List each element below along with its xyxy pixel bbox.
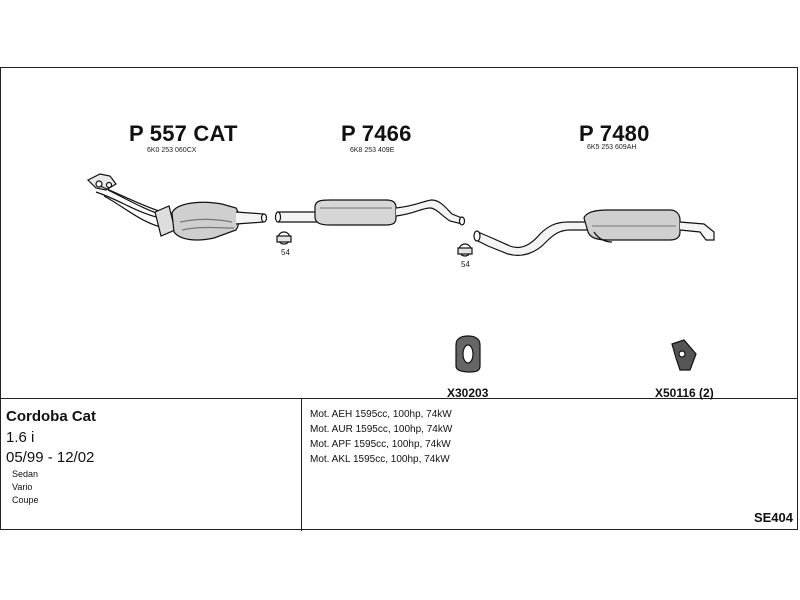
oem-number-catalyst: 6K0 253 060CX — [147, 147, 197, 154]
rear-silencer-drawing — [473, 209, 715, 256]
body-type-3: Coupe — [12, 495, 39, 505]
vehicle-years: 05/99 - 12/02 — [6, 449, 95, 466]
part-number-middle-silencer: P 7466 — [341, 121, 412, 146]
body-type-1: Sedan — [12, 469, 39, 479]
diagram-sheet: P 557 CAT 6K0 253 060CX P 7466 6K8 253 4… — [0, 67, 798, 531]
catalyst-drawing — [86, 173, 268, 241]
accessory-label-2: X50116 (2) — [655, 386, 714, 400]
engine-line-1: Mot. AEH 1595cc, 100hp, 74kW — [310, 409, 452, 420]
middle-silencer-drawing — [274, 199, 466, 226]
vehicle-engine-size: 1.6 i — [6, 429, 35, 446]
part-number-catalyst: P 557 CAT — [129, 121, 238, 146]
clamp-drawing-1 — [276, 231, 292, 245]
accessory-label-1: X30203 — [447, 386, 489, 400]
oem-number-middle-silencer: 6K8 253 409E — [350, 147, 395, 154]
engine-line-2: Mot. AUR 1595cc, 100hp, 74kW — [310, 424, 453, 435]
mount-x30203-drawing — [455, 335, 481, 373]
oem-number-rear-silencer: 6K5 253 609AH — [587, 144, 637, 151]
clamp-drawing-2 — [457, 243, 473, 257]
mount-x50116-drawing — [671, 339, 697, 371]
divider-vertical — [301, 398, 302, 531]
body-type-2: Vario — [12, 482, 33, 492]
divider-horizontal — [1, 398, 797, 399]
clamp-label-2: 54 — [461, 260, 470, 269]
engine-line-3: Mot. APF 1595cc, 100hp, 74kW — [310, 439, 451, 450]
part-number-rear-silencer: P 7480 — [579, 121, 650, 146]
vehicle-model: Cordoba Cat — [6, 408, 96, 425]
engine-line-4: Mot. AKL 1595cc, 100hp, 74kW — [310, 454, 450, 465]
set-code: SE404 — [753, 510, 793, 525]
clamp-label-1: 54 — [281, 248, 290, 257]
